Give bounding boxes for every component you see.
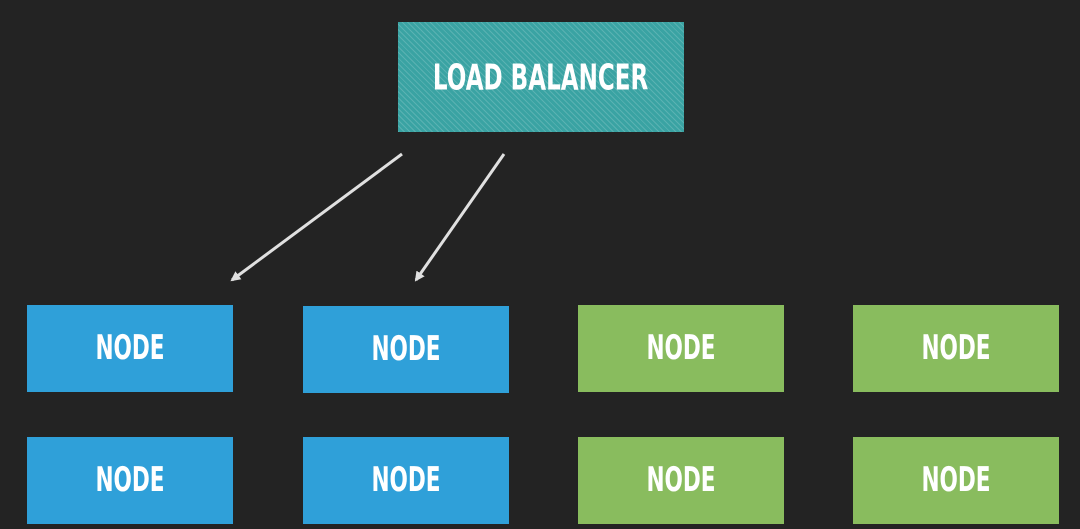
node-2: NODE: [303, 306, 509, 393]
load-balancer-box: LOAD BALANCER: [398, 22, 684, 132]
node-8: NODE: [853, 437, 1059, 524]
load-balancer-label: LOAD BALANCER: [433, 55, 649, 99]
node-label: NODE: [921, 328, 991, 369]
node-label: NODE: [921, 460, 991, 501]
node-label: NODE: [95, 460, 165, 501]
node-6: NODE: [303, 437, 509, 524]
node-4: NODE: [853, 305, 1059, 392]
node-3: NODE: [578, 305, 784, 392]
node-label: NODE: [646, 460, 716, 501]
node-label: NODE: [646, 328, 716, 369]
node-1: NODE: [27, 305, 233, 392]
arrow-lb-to-node-2: [414, 153, 506, 282]
node-label: NODE: [371, 460, 441, 501]
node-5: NODE: [27, 437, 233, 524]
node-7: NODE: [578, 437, 784, 524]
node-label: NODE: [95, 328, 165, 369]
node-label: NODE: [371, 329, 441, 370]
arrow-lb-to-node-1: [230, 152, 403, 282]
